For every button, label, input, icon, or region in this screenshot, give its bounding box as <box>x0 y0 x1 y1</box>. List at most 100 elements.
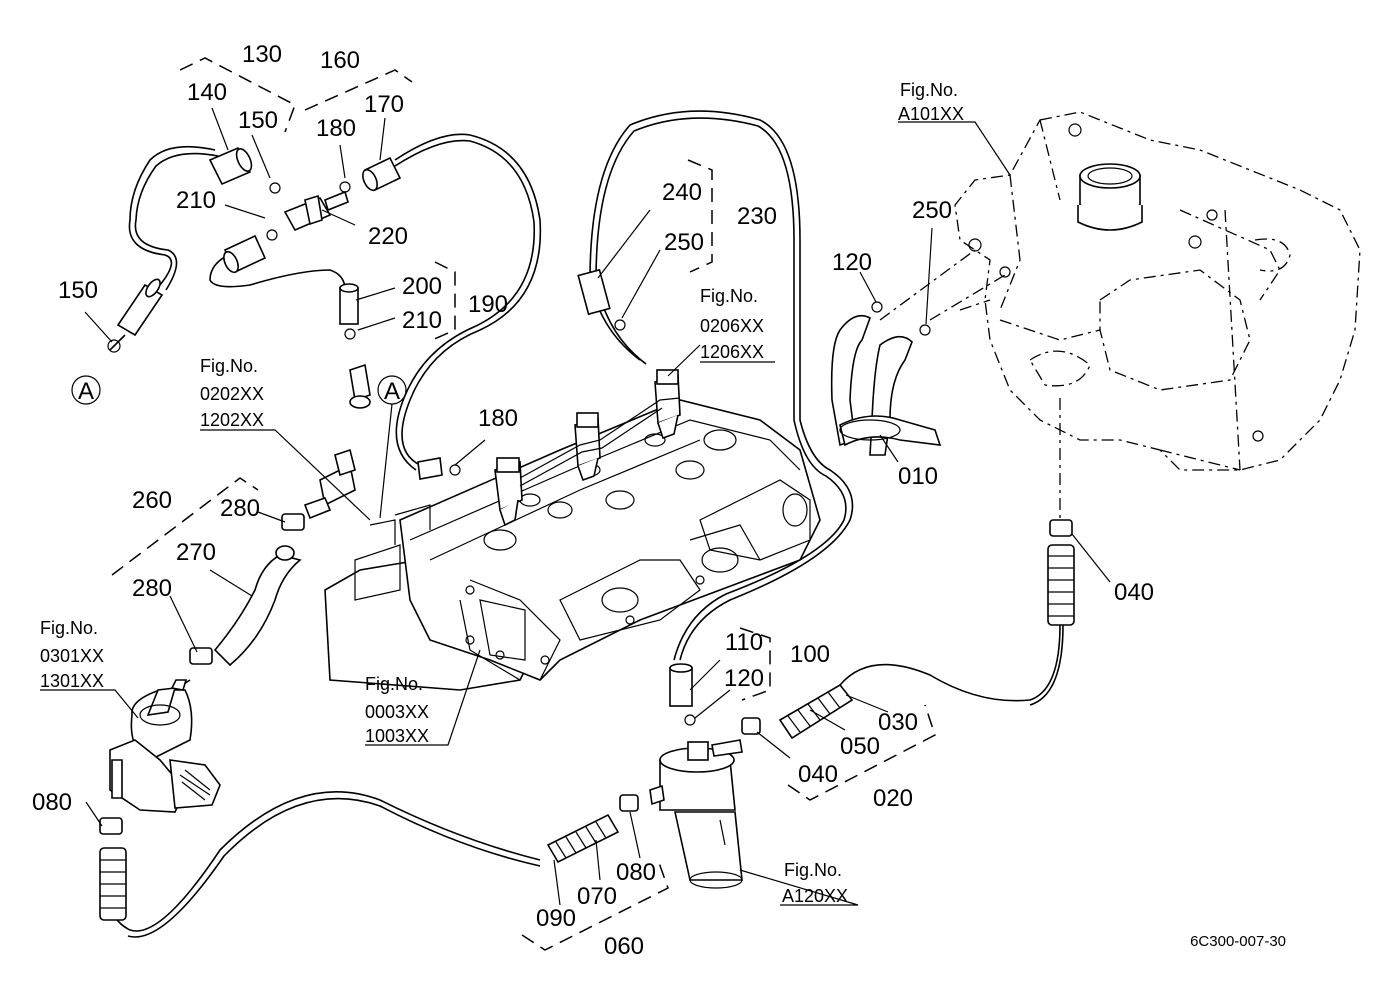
figref-a120: A120XX <box>782 886 848 906</box>
pipe-filter-to-pump <box>111 791 541 932</box>
group-bracket-230 <box>687 159 713 273</box>
figref-0301: 0301XX <box>40 646 104 666</box>
protector-070 <box>546 813 620 864</box>
callout-040-filter: 040 <box>798 761 838 788</box>
clip-250-mid <box>614 319 626 331</box>
svg-text:A: A <box>384 378 400 405</box>
drawing-code: 6C300-007-30 <box>1190 933 1286 950</box>
protector-050 <box>778 683 854 740</box>
clamp-080-filter <box>619 794 639 812</box>
connector-marker-a-left: A <box>71 375 101 405</box>
figref-filter-label: Fig.No. <box>784 860 842 880</box>
group-bracket-060 <box>521 859 669 951</box>
leak-off-pipe <box>519 397 681 487</box>
hose-280-end <box>275 545 295 561</box>
hose-150-left <box>116 278 164 337</box>
clamp-280-upper <box>281 513 305 531</box>
callout-210-top: 210 <box>176 187 216 214</box>
callout-280-lower: 280 <box>132 575 172 602</box>
clamp-080-pump <box>99 817 123 835</box>
hose-lower-left <box>223 234 267 274</box>
figref-head-label: Fig.No. <box>365 674 423 694</box>
group-bracket-130 <box>179 57 296 133</box>
group-bracket-020 <box>787 704 936 801</box>
callout-120-filter: 120 <box>724 665 764 692</box>
callout-260: 260 <box>132 487 172 514</box>
callout-280-upper: 280 <box>220 495 260 522</box>
callout-160: 160 <box>320 47 360 74</box>
banjo-joint <box>303 363 371 520</box>
figref-0206: 0206XX <box>700 316 764 336</box>
callout-200: 200 <box>402 273 442 300</box>
callout-090: 090 <box>536 905 576 932</box>
hose-180-injector <box>417 457 443 480</box>
clip-180-injector <box>449 464 461 476</box>
figref-1202: 1202XX <box>200 410 264 430</box>
hose-240 <box>577 268 611 316</box>
callout-050: 050 <box>840 733 880 760</box>
callout-130: 130 <box>242 41 282 68</box>
hose-270 <box>213 554 302 667</box>
callout-250-mid: 250 <box>664 229 704 256</box>
clamp-280-lower <box>189 647 213 665</box>
callout-220: 220 <box>368 223 408 250</box>
hose-tank-return <box>830 314 942 456</box>
part-callouts: 130 160 140 150 170 180 210 220 150 200 … <box>32 41 1154 960</box>
overflow-pipe-1 <box>128 145 216 286</box>
injector-2 <box>574 412 601 482</box>
callout-170: 170 <box>364 91 404 118</box>
callout-030: 030 <box>878 709 918 736</box>
clip-150-left <box>107 339 121 353</box>
figref-0003: 0003XX <box>365 702 429 722</box>
group-bracket-160 <box>304 69 413 111</box>
pump-outlet-pipe <box>170 679 188 691</box>
clip-210-mid <box>344 328 356 340</box>
hose-110 <box>669 663 693 707</box>
callout-230: 230 <box>737 203 777 230</box>
callout-070: 070 <box>577 883 617 910</box>
callout-150-left: 150 <box>58 277 98 304</box>
clip-180-top <box>339 181 351 193</box>
group-bracket-100 <box>739 627 771 701</box>
callout-100: 100 <box>790 641 830 668</box>
protector-tank-drain <box>1047 544 1075 626</box>
callout-110: 110 <box>725 629 763 656</box>
callout-080-pump: 080 <box>32 789 72 816</box>
leader-lines <box>40 107 1111 906</box>
callout-060: 060 <box>604 933 644 960</box>
figref-pump-label: Fig.No. <box>40 618 98 638</box>
figref-injector-label: Fig.No. <box>700 286 758 306</box>
callout-010: 010 <box>898 463 938 490</box>
figref-0202: 0202XX <box>200 384 264 404</box>
group-bracket-260 <box>111 477 259 576</box>
callout-180-top: 180 <box>316 115 356 142</box>
fuel-filter <box>649 739 743 889</box>
clip-210-top <box>266 229 278 241</box>
fuel-tank <box>954 111 1361 471</box>
callout-180-injector: 180 <box>478 405 518 432</box>
callout-250-tank: 250 <box>912 197 952 224</box>
figref-joint-label: Fig.No. <box>200 356 258 376</box>
figref-1301: 1301XX <box>40 671 104 691</box>
hose-170 <box>362 156 402 192</box>
callout-190: 190 <box>468 291 508 318</box>
figure-references: Fig.No. A101XX Fig.No. 0206XX 1206XX Fig… <box>40 80 964 906</box>
protector-pump <box>99 847 127 921</box>
callout-040-tank: 040 <box>1114 579 1154 606</box>
callout-140: 140 <box>187 79 227 106</box>
clip-120-tank <box>871 301 883 313</box>
clamp-040-filter <box>741 717 761 735</box>
figref-a101: A101XX <box>898 104 964 124</box>
clip-120-filter <box>684 714 696 726</box>
fuel-pump <box>109 687 221 813</box>
figref-1003: 1003XX <box>365 726 429 746</box>
clip-150-top <box>269 182 281 194</box>
callout-150-top: 150 <box>238 107 278 134</box>
callout-240: 240 <box>662 179 702 206</box>
callout-020: 020 <box>873 785 913 812</box>
callout-270: 270 <box>176 539 216 566</box>
hose-140 <box>208 146 253 186</box>
pipe-tank-to-filter <box>839 624 1061 702</box>
callout-210-mid: 210 <box>402 307 442 334</box>
connector-marker-a-right: A <box>377 375 407 405</box>
